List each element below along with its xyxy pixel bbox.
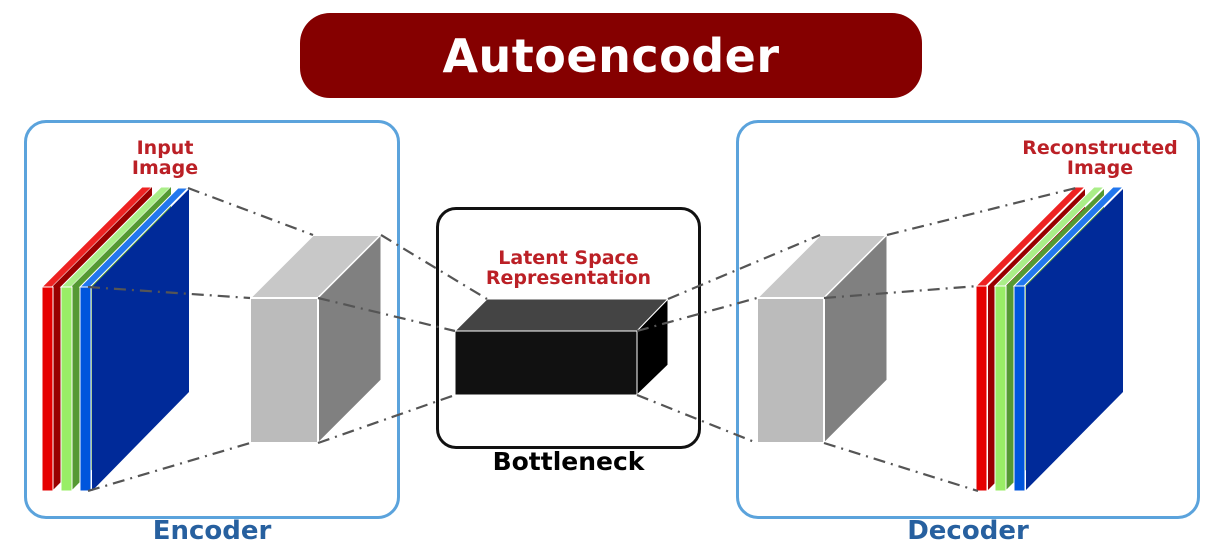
input-caption-line1: Input [136, 137, 194, 159]
projection-lines [87, 185, 1081, 493]
reconstructed-image-stack-icon [974, 186, 1125, 492]
encoder-label: Encoder [152, 516, 272, 546]
latent-block-icon [453, 297, 670, 397]
encoder-panel [24, 120, 400, 519]
decoder-panel [736, 120, 1200, 519]
encoder-hidden-block-icon [247, 233, 384, 445]
latent-caption-line2: Representation [485, 267, 652, 289]
recon-caption-line2: Image [1066, 157, 1134, 179]
input-caption-line2: Image [131, 157, 199, 179]
latent-space-caption: Latent Space Representation [436, 248, 701, 288]
recon-caption-line1: Reconstructed [1022, 137, 1178, 159]
bottleneck-label: Bottleneck [492, 447, 645, 476]
latent-caption-line1: Latent Space [498, 247, 639, 269]
title-banner: Autoencoder [300, 13, 922, 98]
bottleneck-panel [436, 207, 701, 449]
reconstructed-image-caption: Reconstructed Image [1000, 138, 1200, 178]
input-image-caption: Input Image [110, 138, 220, 178]
decoder-hidden-block-icon [754, 233, 890, 445]
decoder-label: Decoder [907, 516, 1029, 546]
input-image-stack-icon [40, 186, 190, 492]
title-text: Autoencoder [442, 28, 780, 83]
